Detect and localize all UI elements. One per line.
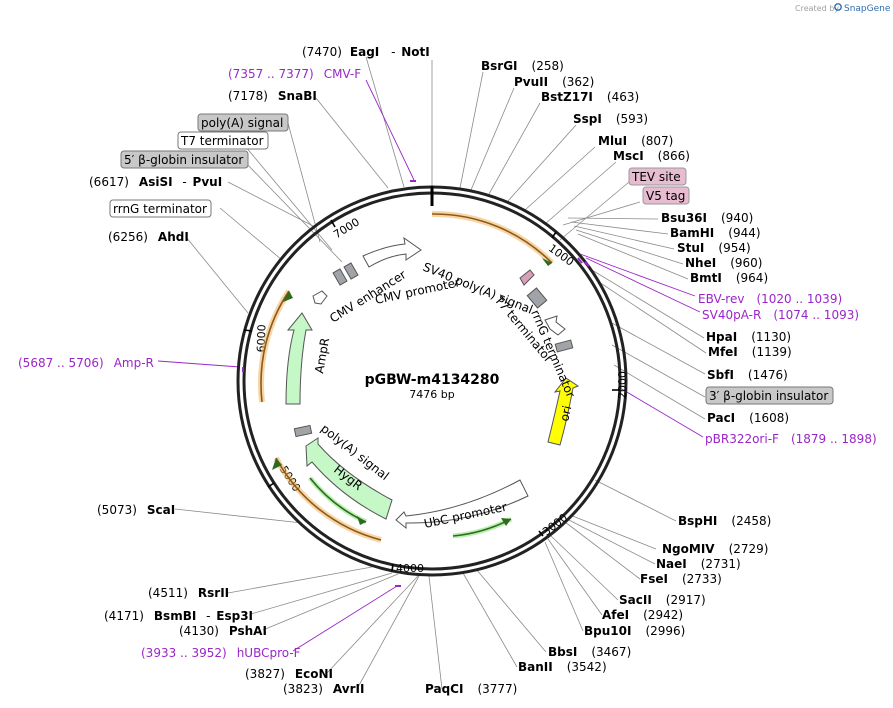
- site-labels: (7470)EagI - NotI BsrGI(258) PvuII(362) …: [89, 45, 792, 696]
- site-hpai: HpaI(1130): [706, 330, 791, 344]
- site-scai: (5073)ScaI: [97, 503, 175, 517]
- primer-marks: [242, 180, 590, 587]
- site-bamhi: BamHI(944): [670, 226, 761, 240]
- poly-a-box: [332, 268, 348, 286]
- site-nhei: NheI(960): [685, 256, 762, 270]
- site-bsphi: BspHI(2458): [678, 514, 771, 528]
- site-bmti: BmtI(964): [690, 271, 768, 285]
- beta-globin-3-tag-text: 3′ β-globin insulator: [709, 389, 828, 403]
- rrng-terminator-tag: [109, 199, 212, 218]
- primer-sv40pa-r: SV40pA-R(1074 .. 1093): [702, 308, 859, 322]
- ori-label: ori: [557, 404, 574, 422]
- polya-signal-tag-text: poly(A) signal: [201, 116, 283, 130]
- site-bsu36i: Bsu36I(940): [661, 211, 753, 225]
- tick-2000: 2000: [616, 371, 629, 399]
- primer-cmv-f: (7357 .. 7377)CMV-F: [228, 67, 361, 81]
- site-bsmbi-esp3i: (4171)BsmBI - Esp3I: [104, 609, 253, 623]
- primer-labels: (7357 .. 7377)CMV-F EBV-rev(1020 .. 1039…: [18, 67, 877, 660]
- beta-globin-3-box: [554, 339, 574, 353]
- polya-signal-tag: [197, 113, 289, 132]
- site-pvuii: PvuII(362): [514, 75, 594, 89]
- site-paqci: PaqCI(3777): [425, 682, 517, 696]
- site-asisi-pvui: (6617)AsiSI - PvuI: [89, 175, 222, 189]
- plasmid-name: pGBW-m4134280: [365, 372, 500, 388]
- site-bbsi: BbsI(3467): [548, 645, 631, 659]
- site-pshai: (4130)PshAI: [179, 624, 267, 638]
- tev-site-tag: [628, 167, 687, 186]
- site-naei: NaeI(2731): [656, 557, 741, 571]
- site-avrii: (3823)AvrII: [283, 682, 364, 696]
- primer-hubcpro-f: (3933 .. 3952)hUBCpro-F: [141, 646, 301, 660]
- site-sacii: SacII(2917): [619, 593, 706, 607]
- site-stui: StuI(954): [677, 241, 751, 255]
- site-bsrgi: BsrGI(258): [481, 59, 564, 73]
- hygr-arrow: [305, 437, 393, 520]
- beta-globin-5-tag: [120, 150, 249, 169]
- snapgene-logo-icon: [834, 3, 842, 11]
- site-ahdi: (6256)AhdI: [108, 230, 189, 244]
- v5-tag-tag-text: V5 tag: [646, 189, 685, 203]
- ori-arrow: [547, 377, 580, 446]
- site-snabi: (7178)SnaBI: [228, 89, 317, 103]
- site-sspi: SspI(593): [573, 112, 648, 126]
- feature-shapes: [285, 236, 580, 530]
- site-bpu10i: Bpu10I(2996): [584, 624, 685, 638]
- ubc-promoter-arrow: [395, 479, 529, 530]
- beta-globin-3-tag: [705, 386, 834, 405]
- ampr-arrow: [285, 312, 313, 405]
- site-econi: (3827)EcoNI: [245, 667, 333, 681]
- site-msci: MscI(866): [613, 149, 690, 163]
- tick-4000: 4000: [396, 562, 424, 575]
- poly-a-signal-box-2: [293, 424, 313, 438]
- beta-globin-5-box: [343, 262, 359, 280]
- site-eagi-notI: (7470)EagI - NotI: [302, 45, 430, 59]
- site-mlui: MluI(807): [598, 134, 673, 148]
- primer-pbr322ori-f: pBR322ori-F(1879 .. 1898): [705, 432, 877, 446]
- site-leader-lines: [174, 56, 707, 690]
- site-sbfi: SbfI(1476): [707, 368, 788, 382]
- v5-tag-tag: [642, 186, 690, 205]
- orf-arrowheads: [272, 258, 552, 526]
- orf-arcs: [258, 210, 555, 543]
- ampr-label: AmpR: [312, 337, 332, 375]
- sv40-polya-marker: [519, 269, 535, 286]
- beta-globin-5-tag-text: 5′ β-globin insulator: [124, 153, 243, 167]
- tev-site-tag-text: TEV site: [631, 170, 681, 184]
- site-fsei: FseI(2733): [640, 572, 722, 586]
- plasmid-length: 7476 bp: [409, 388, 454, 401]
- credit-brand: SnapGene: [844, 4, 891, 14]
- site-bstz17i: BstZ17I(463): [541, 90, 639, 104]
- primer-leader-lines: [157, 79, 704, 652]
- primer-amp-r: (5687 .. 5706)Amp-R: [18, 356, 154, 370]
- site-paci: PacI(1608): [707, 411, 789, 425]
- t7-terminator-tag-text: T7 terminator: [180, 134, 264, 148]
- t7-terminator-box: [526, 287, 548, 309]
- site-mfei: MfeI(1139): [708, 345, 792, 359]
- boxed-labels: poly(A) signal T7 terminator 5′ β-globin…: [109, 113, 834, 405]
- cmv-enhancer-arrow: [312, 290, 328, 305]
- tick-marks: [243, 219, 620, 572]
- rrng-terminator-arrow: [544, 315, 566, 336]
- rrng-terminator-tag-text: rrnG terminator: [113, 202, 207, 216]
- cmv-promoter-arrow: [362, 236, 422, 268]
- site-afei: AfeI(2942): [602, 608, 683, 622]
- site-rsrii: (4511)RsrII: [148, 586, 229, 600]
- site-banii: BanII(3542): [518, 660, 607, 674]
- site-ngomiv: NgoMIV(2729): [662, 542, 768, 556]
- t7-terminator-tag: [177, 131, 269, 150]
- credit-text: Created by: [795, 4, 839, 13]
- primer-ebv-rev: EBV-rev(1020 .. 1039): [698, 292, 842, 306]
